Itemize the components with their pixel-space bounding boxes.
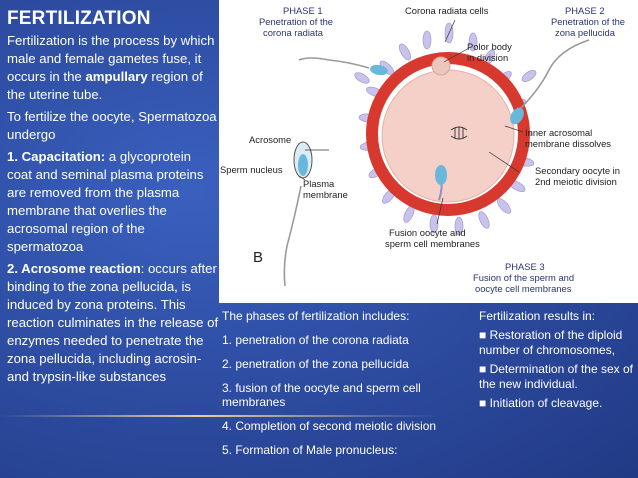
secondary-oocyte-line1: Secondary oocyte in — [535, 165, 620, 176]
decorative-divider — [0, 415, 440, 417]
sperm-acrosome — [283, 141, 313, 287]
fertilization-diagram-svg: PHASE 1 Penetration of the corona radiat… — [220, 5, 625, 294]
phases-list: The phases of fertilization includes: 1.… — [222, 309, 472, 467]
sperm-phase2 — [510, 39, 590, 125]
phase-item: 4. Completion of second meiotic division — [222, 419, 437, 433]
results-title: Fertilization results in: — [479, 309, 596, 323]
acrosome-text: : occurs after binding to the zona pellu… — [7, 261, 219, 384]
fusion-line2: sperm cell membranes — [385, 238, 480, 249]
inner-acrosomal-line1: Inner acrosomal — [525, 127, 592, 138]
fusing-sperm — [435, 165, 447, 201]
acrosome-heading: 2. Acrosome reaction — [7, 261, 141, 276]
phase2-line2: Penetration of the — [551, 16, 625, 27]
leader-lines — [298, 19, 524, 225]
panel-letter: B — [253, 249, 263, 266]
phase3-line2: Fusion of the sperm and — [473, 272, 574, 283]
intro-text-start: Fertilization is the process by which ma… — [7, 33, 215, 84]
phases-title: The phases of fertilization includes: — [222, 309, 410, 323]
polar-body-line2: in division — [467, 52, 508, 63]
intro-paragraph: Fertilization is the process by which ma… — [7, 32, 219, 104]
phase-item: 1. penetration of the corona radiata — [222, 333, 409, 347]
corona-label: Corona radiata cells — [405, 5, 489, 16]
meiotic-spindle — [450, 126, 468, 140]
inner-acrosomal-line2: membrane dissolves — [525, 138, 611, 149]
sperm-undergo-paragraph: To fertilize the oocyte, Spermatozoa und… — [7, 109, 217, 142]
fusion-line1: Fusion oocyte and — [389, 227, 466, 238]
result-item: ■ Initiation of cleavage. — [479, 396, 603, 410]
secondary-oocyte-line2: 2nd meiotic division — [535, 176, 617, 187]
phase2-line1: PHASE 2 — [565, 5, 605, 16]
capacitation-heading: 1. Capacitation: — [7, 149, 106, 164]
polar-body-line1: Polor body — [467, 41, 512, 52]
phase-item: 5. Formation of Male pronucleus: — [222, 443, 398, 457]
phase3-line1: PHASE 3 — [505, 261, 545, 272]
result-item: ■ Restoration of the diploid number of c… — [479, 328, 623, 357]
intro-text-end: region of the uterine tube. — [7, 69, 203, 102]
phase1-line3: corona radiata — [263, 27, 324, 38]
sperm-nucleus-label: Sperm nucleus — [220, 164, 283, 175]
phase2-line3: zona pellucida — [555, 27, 616, 38]
phase3-line3: oocyte cell membranes — [475, 283, 572, 294]
phase-item: 3. fusion of the oocyte and sperm cell m… — [222, 381, 421, 409]
oocyte — [381, 69, 515, 203]
result-item: ■ Determination of the sex of the new in… — [479, 362, 633, 391]
ampullary-term: ampullary — [85, 69, 148, 84]
phase-item: 2. penetration of the zona pellucida — [222, 357, 409, 371]
sperm-phase1 — [298, 57, 388, 76]
intro-text-column: Fertilization is the process by which ma… — [7, 32, 219, 390]
acrosome-label: Acrosome — [249, 134, 291, 145]
capacitation-paragraph: 1. Capacitation: a glycoprotein coat and… — [7, 148, 219, 256]
slide-title: FERTILIZATION — [7, 8, 151, 29]
phase1-line1: PHASE 1 — [283, 5, 323, 16]
polar-body — [431, 56, 451, 76]
plasma-line1: Plasma — [303, 178, 335, 189]
capacitation-text: a glycoprotein coat and seminal plasma p… — [7, 149, 204, 254]
phase1-line2: Penetration of the — [259, 16, 333, 27]
results-list: Fertilization results in: ■ Restoration … — [479, 309, 638, 415]
acrosome-paragraph: 2. Acrosome reaction: occurs after bindi… — [7, 260, 219, 386]
plasma-line2: membrane — [303, 189, 348, 200]
fertilization-diagram: PHASE 1 Penetration of the corona radiat… — [219, 0, 638, 303]
